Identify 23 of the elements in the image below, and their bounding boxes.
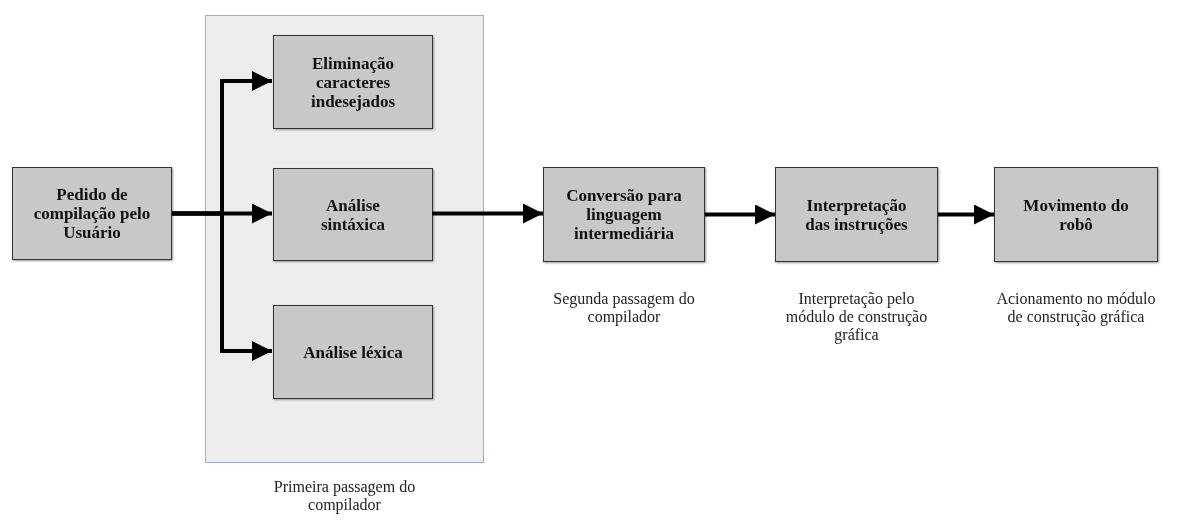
caption-text: Primeira passagem do compilador <box>272 478 417 514</box>
arrow <box>938 204 994 225</box>
caption-text: Acionamento no módulo de construção gráfica <box>996 290 1156 326</box>
box-label: Pedido de compilação pelo Usuário <box>32 185 152 242</box>
caption-text: Interpretação pelo módulo de construção gráfica <box>784 290 929 344</box>
box-label: Movimento do robô <box>1022 195 1130 234</box>
process-box <box>273 305 433 399</box>
process-box <box>543 167 705 262</box>
arrow <box>705 204 775 225</box>
group-panel <box>205 15 484 463</box>
box-label: Análise léxica <box>302 342 404 362</box>
arrow <box>172 211 272 361</box>
box-label: Interpretação das instruções <box>804 195 909 234</box>
process-box <box>273 35 433 129</box>
box-label: Eliminação caracteres indesejados <box>309 53 397 111</box>
box-label: Análise sintáxica <box>319 195 387 234</box>
process-box <box>273 168 433 261</box>
arrow <box>432 203 543 224</box>
box-label: Conversão para linguagem intermediária <box>565 186 683 243</box>
process-box <box>12 167 172 260</box>
process-box <box>775 167 938 262</box>
process-box <box>994 167 1158 262</box>
caption-text: Segunda passagem do compilador <box>552 290 696 326</box>
